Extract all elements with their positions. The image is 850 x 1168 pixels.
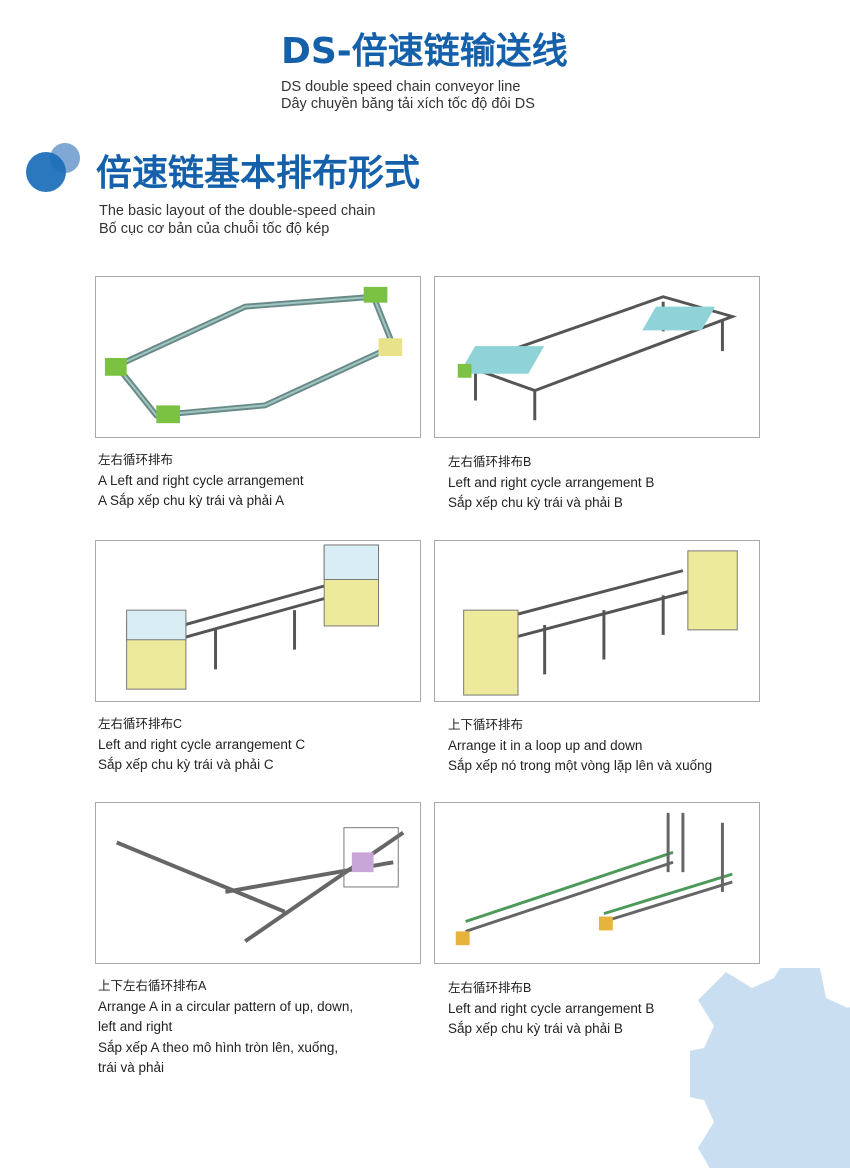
caption-en: Arrange it in a loop up and down bbox=[448, 737, 643, 753]
caption-d: 上下循环排布 Arrange it in a loop up and down … bbox=[448, 715, 808, 777]
caption-zh: 左右循环排布B bbox=[448, 455, 532, 469]
caption-zh: 上下循环排布 bbox=[448, 718, 524, 732]
layout-image-d bbox=[434, 540, 760, 702]
circle-decoration-icon bbox=[26, 152, 66, 192]
caption-zh: 左右循环排布 bbox=[98, 453, 174, 467]
page-title: DS-倍速链输送线 bbox=[281, 31, 568, 72]
caption-a: 左右循环排布 A Left and right cycle arrangemen… bbox=[98, 450, 428, 512]
caption-c: 左右循环排布C Left and right cycle arrangement… bbox=[98, 714, 428, 776]
layout-image-c bbox=[95, 540, 421, 702]
caption-en: Left and right cycle arrangement B bbox=[448, 474, 655, 490]
caption-vi: Sắp xếp nó trong một vòng lặp lên và xuố… bbox=[448, 758, 713, 773]
caption-e: 上下左右循环排布A Arrange A in a circular patter… bbox=[98, 976, 428, 1079]
caption-en: Left and right cycle arrangement C bbox=[98, 736, 306, 752]
caption-vi: trái và phải bbox=[98, 1060, 165, 1075]
caption-vi: Sắp xếp chu kỳ trái và phải C bbox=[98, 757, 274, 772]
layout-image-f bbox=[434, 802, 760, 964]
layout-image-e bbox=[95, 802, 421, 964]
caption-zh: 上下左右循环排布A bbox=[98, 979, 207, 993]
caption-en: left and right bbox=[98, 1019, 173, 1034]
caption-vi: A Sắp xếp chu kỳ trái và phải A bbox=[98, 493, 285, 508]
caption-b: 左右循环排布B Left and right cycle arrangement… bbox=[448, 452, 778, 514]
section-subtitle-vi: Bố cục cơ bản của chuỗi tốc độ kép bbox=[99, 221, 330, 237]
caption-zh: 左右循环排布C bbox=[98, 717, 183, 731]
caption-en: Arrange A in a circular pattern of up, d… bbox=[98, 998, 354, 1014]
layout-image-b bbox=[434, 276, 760, 438]
page-subtitle-en: DS double speed chain conveyor line bbox=[281, 79, 521, 95]
caption-zh: 左右循环排布B bbox=[448, 981, 532, 995]
layout-image-a bbox=[95, 276, 421, 438]
caption-en: Left and right cycle arrangement B bbox=[448, 1000, 655, 1016]
caption-vi: Sắp xếp chu kỳ trái và phải B bbox=[448, 1021, 623, 1036]
caption-vi: Sắp xếp chu kỳ trái và phải B bbox=[448, 495, 623, 510]
section-title: 倍速链基本排布形式 bbox=[96, 153, 421, 194]
page-subtitle-vi: Dây chuyền băng tải xích tốc độ đôi DS bbox=[281, 96, 535, 112]
caption-en: A Left and right cycle arrangement bbox=[98, 472, 304, 488]
section-subtitle-en: The basic layout of the double-speed cha… bbox=[99, 203, 376, 219]
caption-f: 左右循环排布B Left and right cycle arrangement… bbox=[448, 978, 778, 1040]
caption-vi: Sắp xếp A theo mô hình tròn lên, xuống, bbox=[98, 1039, 339, 1055]
